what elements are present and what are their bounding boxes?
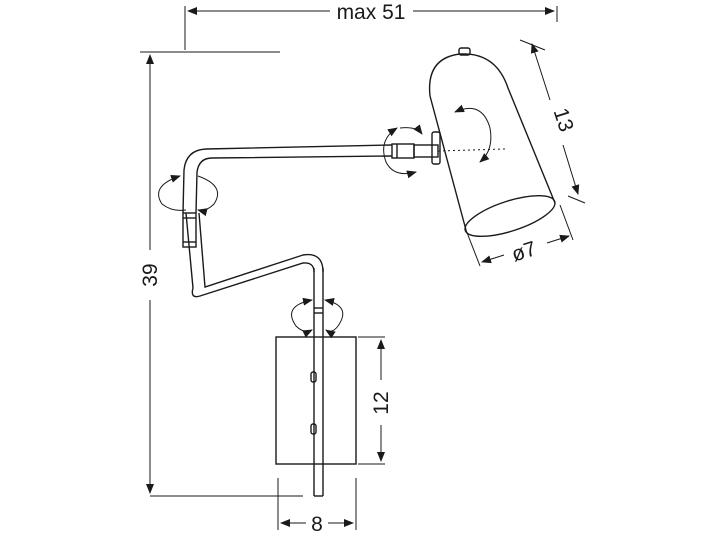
max-width-label: max 51: [337, 1, 406, 24]
rotation-icon-base: [291, 297, 344, 339]
dimension-height: 39: [139, 51, 303, 497]
wall-base-plate: [275, 336, 357, 465]
lamp-shade: [428, 47, 556, 238]
shade-top-knob: [458, 47, 471, 56]
lower-arm: [185, 212, 324, 298]
vertical-rod: [313, 268, 324, 497]
shade-hinge: [431, 131, 441, 165]
shade-diameter-label: ø7: [509, 237, 539, 266]
dimension-shade-diameter: ø7: [465, 204, 574, 267]
base-width-label: 8: [311, 513, 323, 536]
rotation-icon-connector: [383, 124, 423, 179]
dimension-shade-length: 13: [519, 39, 586, 204]
dimension-base-height: 12: [358, 336, 393, 465]
upper-arm: [182, 144, 393, 214]
rotation-icon-shade: [454, 104, 492, 163]
rotation-arrows-icon: [158, 104, 492, 339]
shade-length-label: 13: [549, 105, 578, 134]
dimension-max-width: max 51: [184, 1, 558, 50]
elbow-joint: [182, 212, 197, 248]
dimension-base-width: 8: [277, 478, 357, 536]
base-height-label: 12: [370, 391, 393, 414]
height-label: 39: [139, 263, 162, 286]
rotation-icon-elbow: [158, 175, 218, 217]
